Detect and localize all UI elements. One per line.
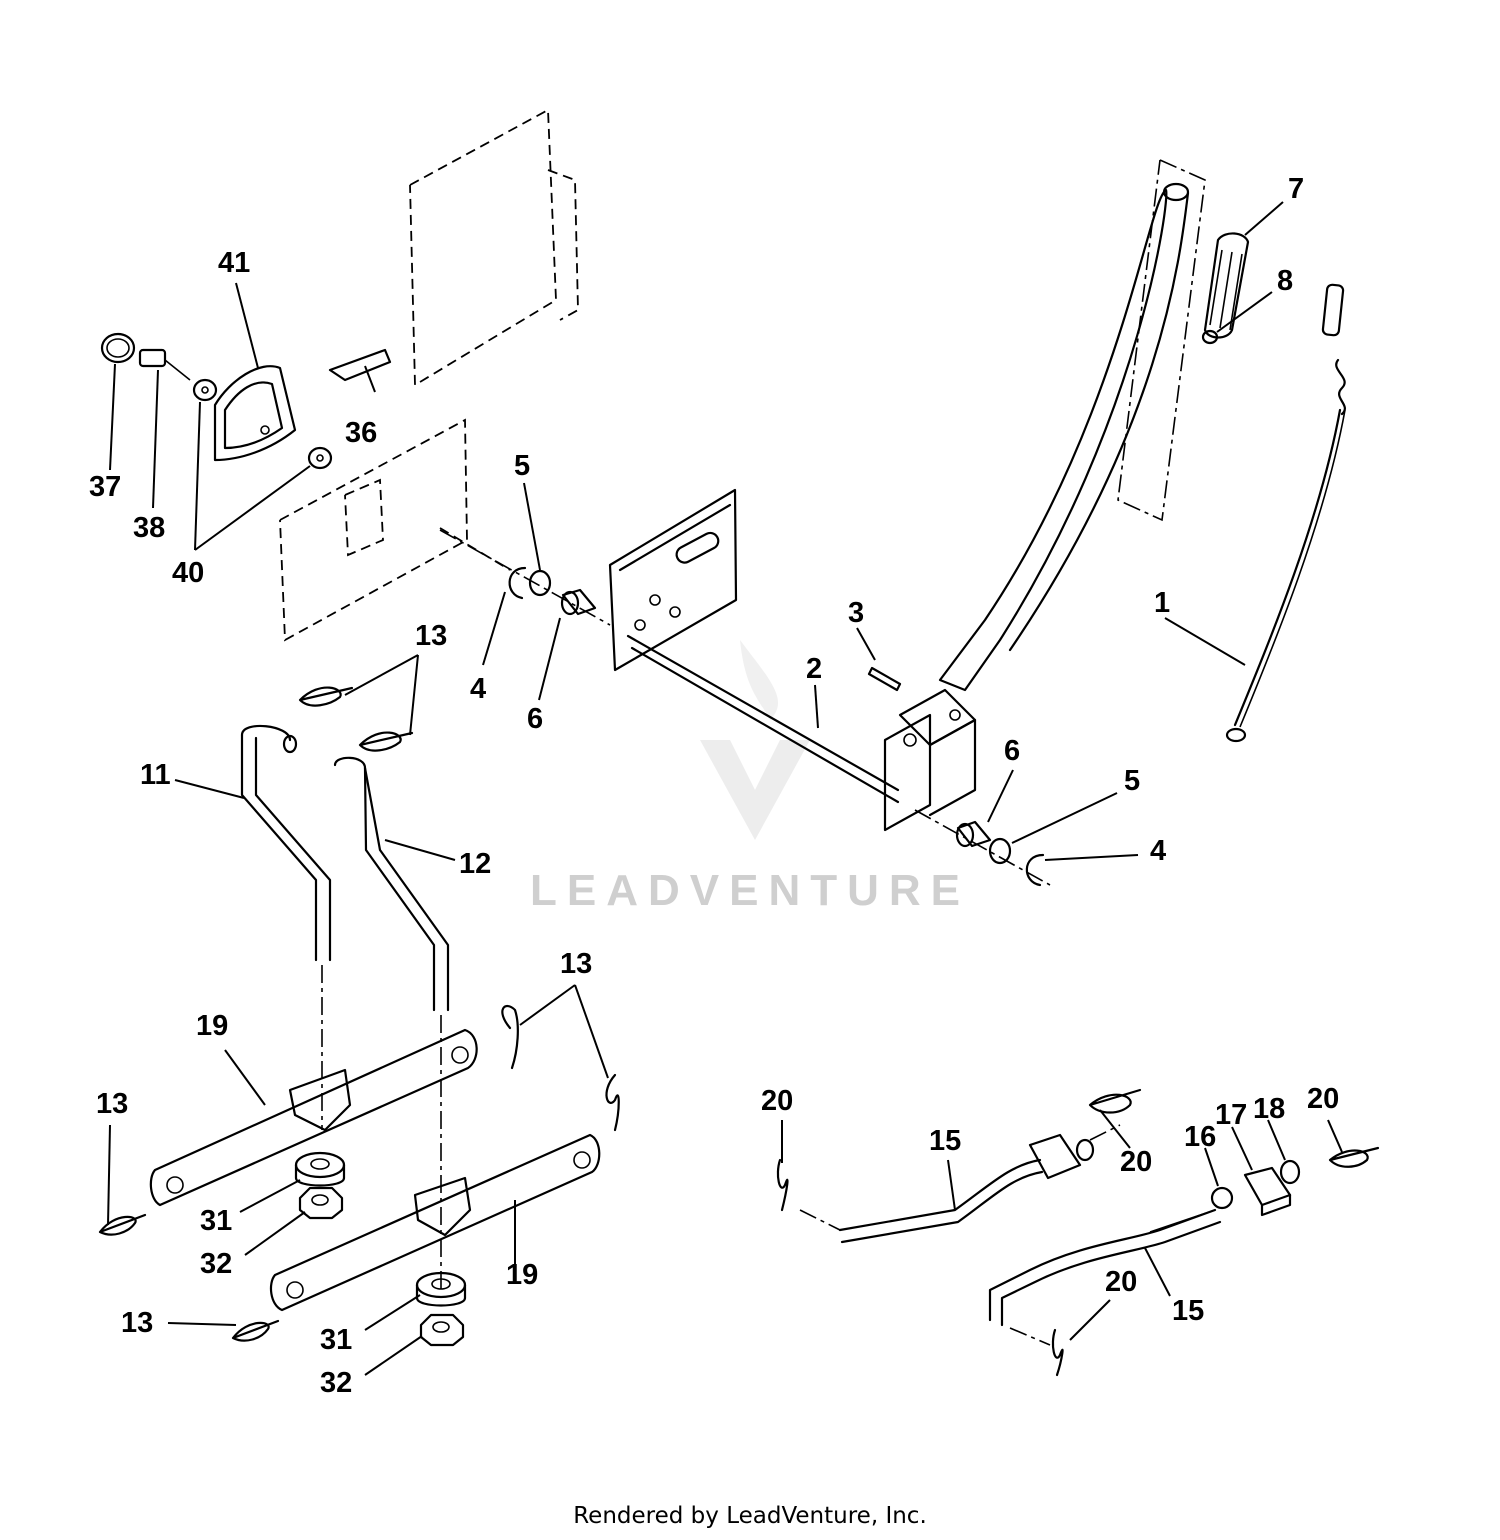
- pivot-plate: [608, 488, 738, 672]
- part-16-nut: [1210, 1186, 1234, 1210]
- callout-13: 13: [121, 1307, 153, 1339]
- part-19-lift-arm-upper: [149, 1028, 478, 1207]
- callout-40: 40: [172, 557, 204, 589]
- callout-36: 36: [345, 417, 377, 449]
- part-37-cap: [100, 332, 136, 364]
- callout-20: 20: [1105, 1266, 1137, 1298]
- callout-3: 3: [848, 597, 864, 629]
- callout-2: 2: [806, 653, 822, 685]
- part-15-rod-lower: [988, 1208, 1222, 1346]
- part-19-lift-arm-lower: [269, 1133, 601, 1312]
- callout-18: 18: [1253, 1093, 1285, 1125]
- callout-41: 41: [218, 247, 250, 279]
- callout-13: 13: [96, 1088, 128, 1120]
- leader-lines: [107, 201, 1343, 1376]
- callout-32: 32: [320, 1367, 352, 1399]
- part-18-nut: [1279, 1159, 1301, 1185]
- callout-20: 20: [761, 1085, 793, 1117]
- callout-7: 7: [1288, 173, 1304, 205]
- callout-38: 38: [133, 512, 165, 544]
- part-4-clip-left: [508, 566, 527, 600]
- callout-32: 32: [200, 1248, 232, 1280]
- part-15-rod-upper: [799, 1124, 1121, 1244]
- callout-19: 19: [196, 1010, 228, 1042]
- part-36-bracket: [328, 348, 392, 393]
- part-5-washer-left: [528, 569, 552, 597]
- callout-labels: 1 2 3 4 5 6 6 5 4 7 8 41 36 37 38 40 13 …: [89, 173, 1339, 1399]
- part-1-cable: [1225, 283, 1346, 743]
- part-31-spacer-upper: [294, 1151, 346, 1187]
- part-3-pin: [867, 666, 902, 692]
- callout-31: 31: [320, 1324, 352, 1356]
- callout-37: 37: [89, 471, 121, 503]
- part-13-clips: [98, 686, 620, 1342]
- part-7-grip: [1203, 232, 1250, 339]
- callout-20: 20: [1120, 1146, 1152, 1178]
- part-41-knob: [213, 365, 297, 462]
- frame-panel-outline: [279, 108, 579, 642]
- part-17-block: [1243, 1166, 1292, 1217]
- lift-handle: [883, 182, 1190, 832]
- callout-15: 15: [1172, 1295, 1204, 1327]
- part-31-spacer-lower: [415, 1271, 467, 1307]
- callout-15: 15: [929, 1125, 961, 1157]
- handle-grip-outline: [1117, 159, 1206, 522]
- callout-6: 6: [527, 703, 543, 735]
- part-6-bushing-right: [955, 820, 992, 848]
- callout-6: 6: [1004, 735, 1020, 767]
- callout-17: 17: [1215, 1099, 1247, 1131]
- part-11-lift-link: [240, 724, 332, 1130]
- callout-4: 4: [1150, 835, 1166, 867]
- part-6-bushing-left: [560, 588, 597, 616]
- callout-8: 8: [1277, 265, 1293, 297]
- part-40-washers: [192, 378, 333, 470]
- callout-16: 16: [1184, 1121, 1216, 1153]
- watermark-text: LEADVENTURE: [530, 866, 970, 915]
- watermark-logo: [700, 640, 810, 840]
- part-8-nut: [1201, 329, 1219, 345]
- callout-11: 11: [140, 759, 171, 791]
- part-5-washer-right: [988, 837, 1012, 865]
- callout-20: 20: [1307, 1083, 1339, 1115]
- part-38-bolt: [138, 348, 191, 381]
- callout-19: 19: [506, 1259, 538, 1291]
- part-20-clips: [776, 1088, 1380, 1377]
- callout-31: 31: [200, 1205, 232, 1237]
- part-12-lift-link: [333, 756, 450, 1290]
- callout-1: 1: [1154, 587, 1170, 619]
- callout-4: 4: [470, 673, 486, 705]
- callout-13: 13: [560, 948, 592, 980]
- callout-12: 12: [459, 848, 491, 880]
- part-32-nut-upper: [298, 1186, 344, 1220]
- part-4-clip-right: [1025, 853, 1045, 887]
- callout-13: 13: [415, 620, 447, 652]
- part-32-nut-lower: [419, 1313, 465, 1347]
- callout-5: 5: [1124, 765, 1140, 797]
- callout-5: 5: [514, 450, 530, 482]
- footer-credit: Rendered by LeadVenture, Inc.: [573, 1503, 927, 1529]
